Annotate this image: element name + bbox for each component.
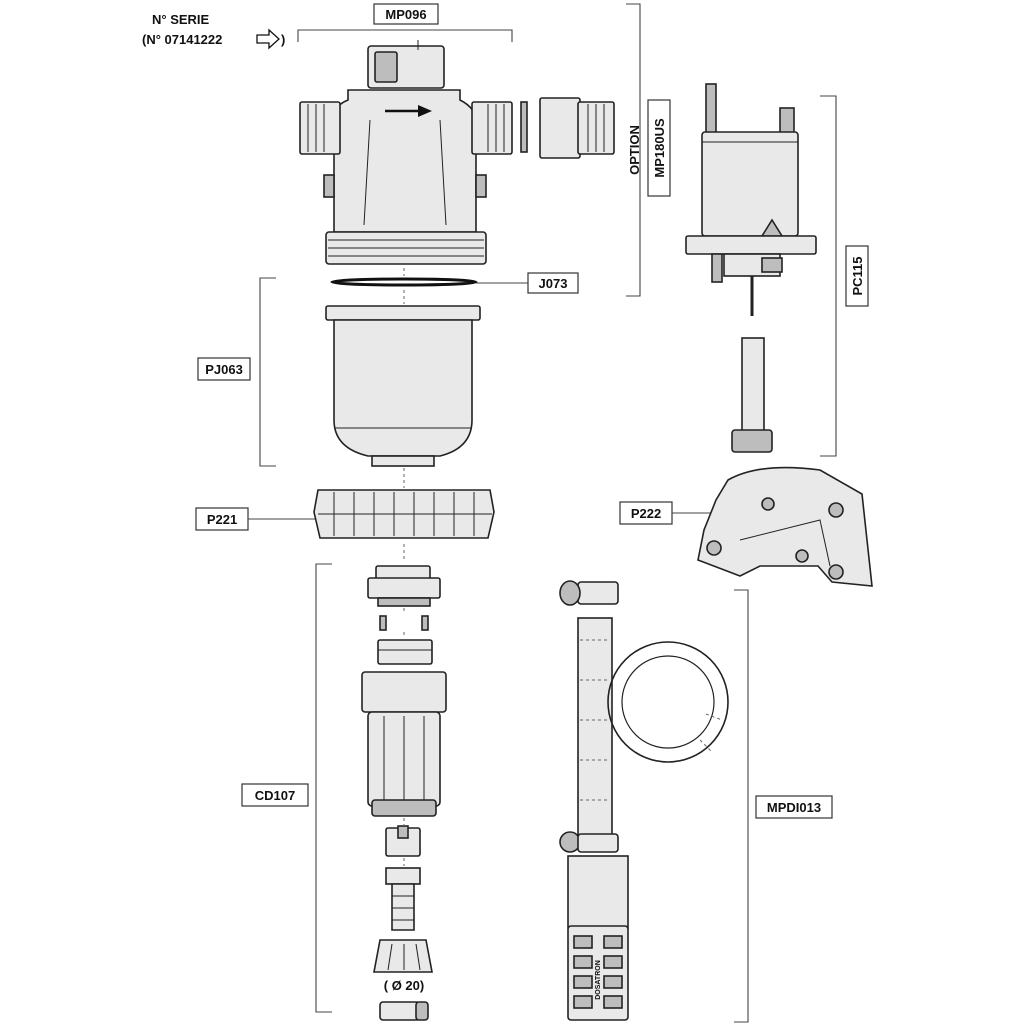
svg-text:PJ063: PJ063: [205, 362, 243, 377]
serial-number-close: ): [281, 32, 285, 47]
suction-hose-kit: [559, 580, 729, 1021]
label-j073[interactable]: J073: [527, 272, 579, 294]
label-mp180us[interactable]: MP180US: [647, 99, 671, 197]
label-pc115[interactable]: PC115: [845, 245, 869, 307]
outline-right-arrow-icon: [256, 28, 280, 50]
label-cd107[interactable]: CD107: [241, 783, 309, 807]
pc115-bracket: [820, 95, 837, 457]
svg-text:MP180US: MP180US: [652, 118, 667, 178]
label-p222[interactable]: P222: [619, 501, 673, 525]
brand-mark: DOSATRON: [595, 960, 602, 1000]
option-bracket: [626, 3, 641, 297]
mp096-bracket: [297, 29, 513, 42]
adapter-mp180us: [539, 97, 615, 159]
svg-text:CD107: CD107: [255, 788, 295, 803]
label-mpdi013[interactable]: MPDI013: [755, 795, 833, 819]
label-mp096[interactable]: MP096: [373, 3, 439, 25]
filter-bowl: [325, 305, 481, 467]
mpdi013-bracket: [734, 589, 749, 1023]
svg-text:MP096: MP096: [385, 7, 426, 22]
label-p221[interactable]: P221: [195, 507, 249, 531]
serial-label: N° SERIE: [152, 12, 210, 27]
svg-text:P221: P221: [207, 512, 237, 527]
pj063-bracket: [259, 277, 276, 467]
wall-bracket: [697, 466, 873, 587]
fitting-kit: [361, 565, 447, 1021]
dosing-pump: [685, 83, 817, 453]
cd107-bracket: [315, 563, 332, 1013]
o-ring-j073: [330, 277, 478, 287]
flat-gasket: [520, 101, 528, 153]
ring-nut: [313, 489, 495, 539]
label-pj063[interactable]: PJ063: [197, 357, 251, 381]
option-label: OPTION: [627, 125, 642, 175]
svg-text:P222: P222: [631, 506, 661, 521]
svg-text:MPDI013: MPDI013: [767, 800, 821, 815]
svg-text:PC115: PC115: [850, 256, 865, 295]
diameter-label: ( Ø 20): [384, 978, 424, 993]
filter-head: [299, 40, 513, 265]
svg-text:J073: J073: [539, 276, 568, 291]
serial-number: (N° 07141222: [142, 32, 222, 47]
